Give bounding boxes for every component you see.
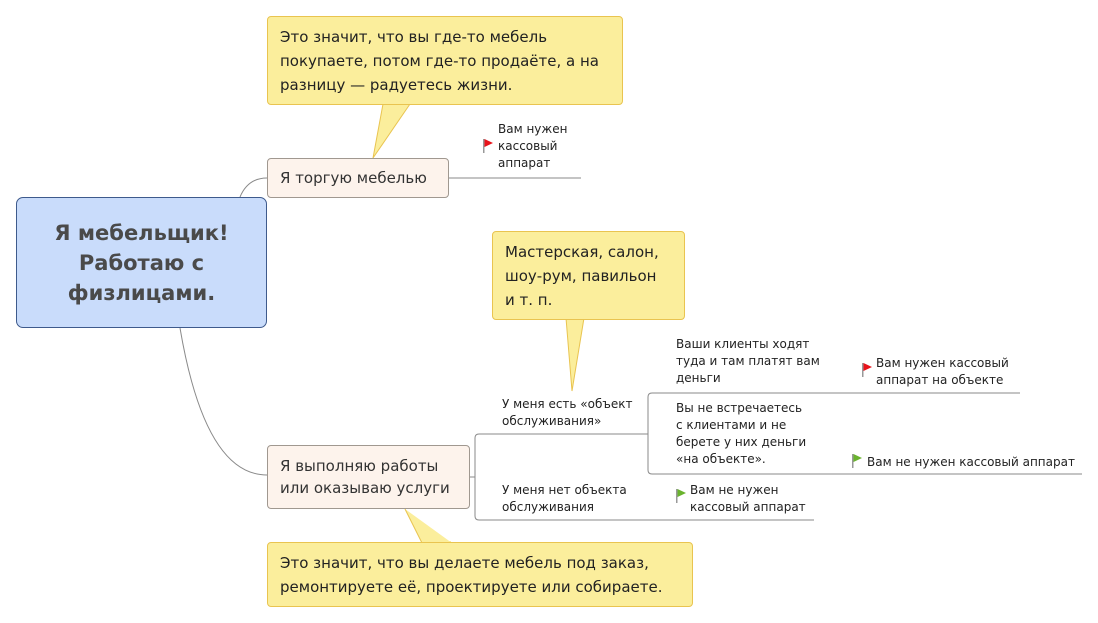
topic-services[interactable]: Я выполняю работы или оказываю услуги — [267, 445, 470, 509]
leaf-clients-pay[interactable]: Ваши клиенты ходят туда и там платят вам… — [676, 337, 820, 385]
root-topic[interactable]: Я мебельщик! Работаю с физлицами. — [16, 197, 267, 328]
leaf-no-object-result[interactable]: Вам не нужен кассовый аппарат — [690, 483, 806, 514]
red-flag-icon — [862, 363, 872, 377]
leaf-no-meet[interactable]: Вы не встречаетесь с клиентами и не бере… — [676, 401, 807, 466]
callout-trade: Это значит, что вы где-то мебель покупае… — [267, 16, 623, 105]
leaf-trade-result[interactable]: Вам нужен кассовый аппарат — [498, 122, 568, 170]
callout-tail-services — [404, 508, 452, 544]
topic-trade[interactable]: Я торгую мебелью — [267, 158, 449, 198]
red-flag-icon — [483, 139, 493, 153]
leaf-no-meet-result[interactable]: Вам не нужен кассовый аппарат — [867, 455, 1075, 469]
callout-tail-object — [565, 317, 585, 392]
green-flag-icon — [676, 489, 686, 503]
green-flag-icon — [852, 454, 862, 468]
callout-services: Это значит, что вы делаете мебель под за… — [267, 542, 693, 607]
leaf-no-object[interactable]: У меня нет объекта обслуживания — [502, 483, 627, 514]
leaf-clients-pay-result[interactable]: Вам нужен кассовый аппарат на объекте — [876, 356, 1009, 387]
connector-root-trade — [239, 177, 268, 198]
callout-object: Мастерская, салон, шоу-рум, павильон и т… — [492, 231, 685, 320]
callout-tail-trade — [372, 103, 411, 159]
leaf-has-object[interactable]: У меня есть «объект обслуживания» — [502, 397, 633, 428]
connector-object-branches — [647, 392, 1082, 475]
connector-root-services — [179, 327, 268, 476]
connector-services-branches — [469, 433, 814, 521]
